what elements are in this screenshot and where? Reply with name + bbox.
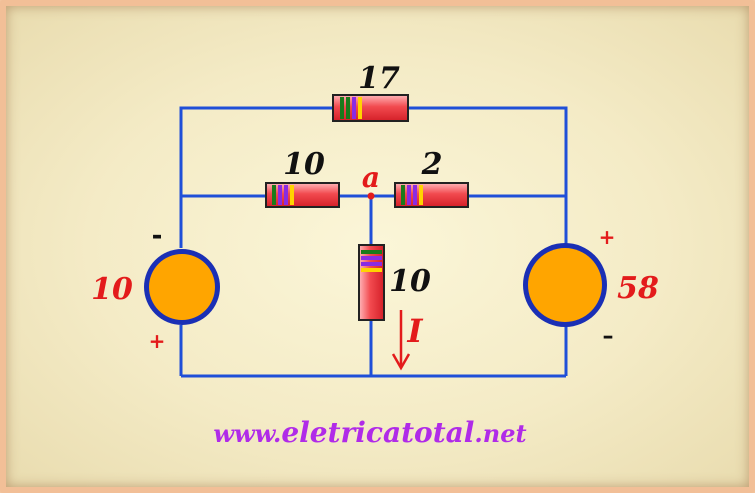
wires xyxy=(179,106,568,378)
source-left-plus: + xyxy=(149,329,166,353)
source-right-minus: – xyxy=(603,324,614,349)
resistor-middle-right xyxy=(394,182,469,208)
node-a-label: a xyxy=(362,161,380,194)
resistor-top-value: 17 xyxy=(358,61,400,96)
website-watermark: www.eletricatotal.net xyxy=(213,416,526,449)
website-prefix: www. xyxy=(213,419,281,448)
resistor-middle-left-value: 10 xyxy=(283,147,325,182)
current-arrow xyxy=(391,310,411,371)
voltage-source-left xyxy=(144,249,220,325)
resistor-center-value: 10 xyxy=(389,264,431,299)
website-name: eletricatotal xyxy=(281,416,474,449)
source-right-plus: + xyxy=(599,225,616,249)
source-left-minus: - xyxy=(152,221,163,251)
source-right-value: 58 xyxy=(617,271,659,306)
source-left-value: 10 xyxy=(91,272,133,307)
current-label: I xyxy=(407,312,424,350)
website-suffix: .net xyxy=(474,419,526,448)
resistor-middle-left xyxy=(265,182,340,208)
node-a-dot xyxy=(367,192,375,200)
resistor-top xyxy=(332,94,409,122)
resistor-middle-right-value: 2 xyxy=(421,147,443,182)
resistor-center xyxy=(358,244,385,321)
voltage-source-right xyxy=(523,243,607,327)
